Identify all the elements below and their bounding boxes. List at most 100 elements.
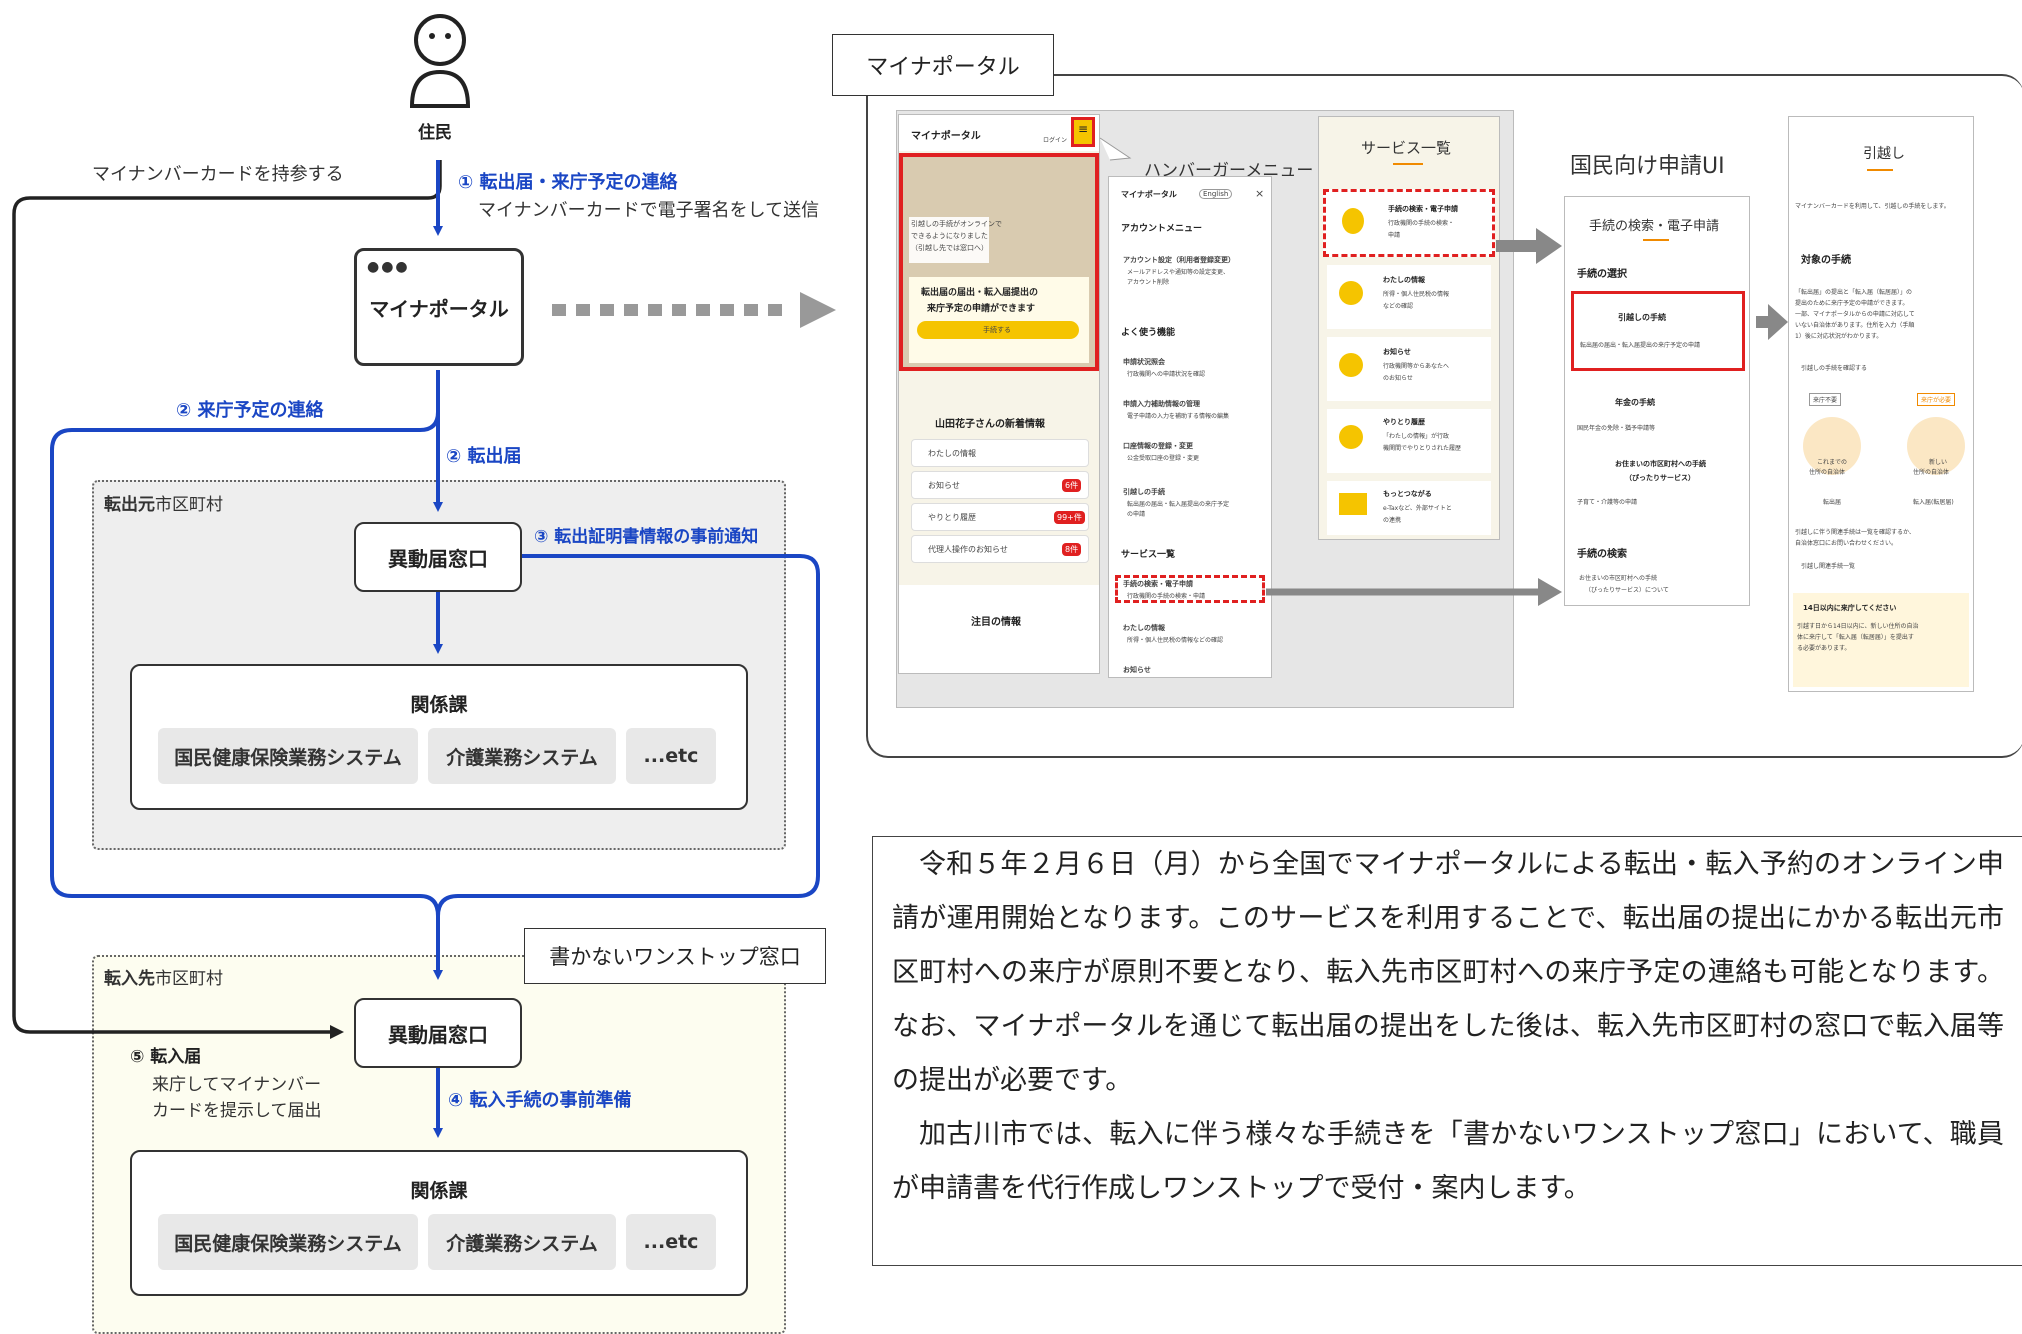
sv-item-4-desc2: の連携	[1383, 517, 1402, 524]
p1-cta[interactable]: 手続する	[983, 326, 1011, 334]
explanation-box	[872, 836, 2022, 1266]
hm-freq-1[interactable]: 申請入力補助情報の管理	[1123, 400, 1200, 408]
p1-login[interactable]: ログイン	[1043, 137, 1068, 144]
arrow-step2a	[50, 370, 443, 980]
ps-select-h: 手続の選択	[1577, 269, 1627, 280]
p1-news-label-2: やりとり履歴	[928, 513, 976, 522]
resident-icon	[409, 14, 471, 108]
p1-banner2: 来庁予定の申請ができます	[927, 304, 1036, 314]
sv-item-0-desc1: 行政機関の手続の検索・	[1388, 220, 1455, 227]
hm-service-search-highlight[interactable]	[1115, 575, 1265, 603]
dest-zone-bold: 転入先	[104, 969, 155, 989]
step2b-label: ② 転出届	[446, 446, 522, 467]
dest-system-care: 介護業務システム	[428, 1214, 616, 1270]
hm-freq-3-extra: の申請	[1127, 511, 1146, 518]
origin-system-care: 介護業務システム	[428, 728, 616, 784]
search-icon	[1342, 208, 1364, 234]
ps-local1[interactable]: お住まいの市区町村への手続	[1615, 460, 1706, 468]
mynaportal-box: ●●● マイナポータル	[354, 248, 524, 366]
hm-account-item[interactable]: アカウント設定（利用者登録変更）	[1123, 256, 1235, 264]
sv-item-1[interactable]: わたしの情報 所得・個人住民税の情報 などの確認	[1327, 265, 1491, 329]
ps-search-item1[interactable]: お住まいの市区町村への手続	[1579, 575, 1658, 582]
p1-news-row-3[interactable]: 代理人操作のお知らせ 8件	[911, 535, 1089, 563]
p1-news-badge-1: 6件	[1062, 479, 1082, 492]
mv-body2: 提出のために来庁予定の申請ができます。	[1795, 300, 1909, 307]
hm-freq-3[interactable]: 引越しの手続	[1123, 488, 1165, 496]
step3-label: ③ 転出証明書情報の事前通知	[534, 522, 759, 547]
origin-dept-title: 関係課	[410, 694, 468, 716]
ps-title: 手続の検索・電子申請	[1589, 219, 1720, 234]
hm-english[interactable]: English	[1199, 189, 1233, 199]
p1-menu-button[interactable]: ≡	[1071, 117, 1095, 147]
sv-item-3-desc2: 機関間でやりとりされた履歴	[1383, 445, 1462, 452]
mv-warn2: 体に来庁して「転入届（転居届）」を提出す	[1797, 634, 1914, 641]
hm-freq-1-desc: 電子申請の入力を補助する情報の編集	[1127, 413, 1230, 420]
origin-system-etc: ...etc	[626, 728, 716, 784]
ps-pension-desc: 国民年金の免除・猶予申請等	[1577, 425, 1656, 432]
onestop-label: 書かないワンストップ窓口	[524, 928, 826, 984]
mv-intro: マイナンバーカードを利用して、引越しの手続をします。	[1795, 203, 1950, 210]
sv-item-4-desc1: e-Taxなど、外部サイトと	[1383, 505, 1452, 512]
menu-icon: ≡	[1078, 122, 1089, 136]
p1-cta-button[interactable]	[917, 321, 1079, 339]
step1-title: ① 転出届・来庁予定の連絡	[458, 172, 678, 193]
mv-tag-right: 来庁が必要	[1917, 393, 1956, 406]
resident-label: 住民	[418, 123, 452, 143]
phone-top-page: マイナポータル ログイン ≡ 引越しの手続がオンラインで できるようになりました…	[898, 114, 1100, 674]
sv-item-4[interactable]: もっとつながる e-Taxなど、外部サイトと の連携	[1327, 481, 1491, 535]
new-municipality-icon	[1907, 417, 1965, 475]
hm-frequent-h: よく使う機能	[1121, 328, 1176, 338]
mv-check[interactable]: 引越しの手続を確認する	[1801, 365, 1868, 372]
dest-system-nhi: 国民健康保険業務システム	[158, 1214, 418, 1270]
mv-title: 引越し	[1863, 146, 1905, 162]
hm-service-1[interactable]: わたしの情報	[1123, 624, 1165, 632]
mv-body3: 一部、マイナポータルからの申請に対応して	[1795, 311, 1915, 318]
sv-item-3-label: やりとり履歴	[1383, 418, 1425, 426]
ps-moving-item[interactable]: 引越しの手続 転出届の届出・転入届提出の来庁予定の申請	[1571, 291, 1745, 371]
p1-news-badge-3: 8件	[1062, 543, 1082, 556]
hm-services-h: サービス一覧	[1121, 550, 1176, 560]
mv-warn3: る必要があります。	[1797, 645, 1851, 652]
hm-service-0[interactable]: 手続の検索・電子申請	[1123, 580, 1193, 588]
p1-news-label-3: 代理人操作のお知らせ	[928, 545, 1008, 554]
window-dots-icon: ●●●	[367, 259, 410, 275]
ps-pension-label[interactable]: 年金の手続	[1615, 398, 1655, 407]
screens-tab: マイナポータル	[832, 34, 1054, 96]
explanation-text: 令和５年２月６日（月）から全国でマイナポータルによる転出・転入予約のオンライン申…	[892, 838, 2004, 1216]
p1-news-title: 山田花子さんの新着情報	[935, 419, 1045, 430]
ps-moving-label: 引越しの手続	[1618, 313, 1666, 322]
p1-hero3: （引越し先では窓口へ）	[911, 244, 988, 252]
explanation-paragraph-2: 加古川市では、転入に伴う様々な手続きを「書かないワンストップ窓口」において、職員…	[892, 1119, 2004, 1204]
hm-freq-2[interactable]: 口座情報の登録・変更	[1123, 442, 1193, 450]
step5-title: ⑤ 転入届	[130, 1047, 202, 1067]
sv-item-3-desc1: 「わたしの情報」が行政	[1383, 433, 1450, 440]
sv-item-2[interactable]: お知らせ 行政機関等からあなたへ のお知らせ	[1327, 337, 1491, 401]
explanation-paragraph-1: 令和５年２月６日（月）から全国でマイナポータルによる転出・転入予約のオンライン申…	[892, 849, 2004, 1096]
mv-warn1: 引越す日から14日以内に、新しい住所の自治	[1797, 623, 1919, 630]
sv-item-0[interactable]: 手続の検索・電子申請 行政機関の手続の検索・ 申請	[1323, 189, 1495, 257]
step2a-label: ② 来庁予定の連絡	[176, 400, 324, 421]
origin-counter-box: 異動届窓口	[354, 522, 522, 592]
ps-local-desc: 子育て・介護等の申請	[1577, 499, 1638, 506]
close-icon[interactable]: ×	[1255, 187, 1265, 200]
mv-warn-h: 14日以内に来庁してください	[1803, 604, 1897, 612]
mv-body5: 1）後に対応状況がわかります。	[1795, 333, 1883, 340]
ps-moving-desc: 転出届の届出・転入届提出の来庁予定の申請	[1580, 342, 1701, 349]
sv-item-0-desc2: 申請	[1388, 232, 1401, 239]
dest-system-etc: ...etc	[626, 1214, 716, 1270]
hm-account-desc2: アカウント削除	[1127, 279, 1170, 286]
phone-moving-page: 引越し マイナンバーカードを利用して、引越しの手続をします。 対象の手続 「転出…	[1788, 116, 1974, 692]
hm-freq-0-desc: 行政機関への申請状況を確認	[1127, 371, 1206, 378]
p1-news-row-0[interactable]: わたしの情報	[911, 439, 1089, 467]
p1-featured: 注目の情報	[971, 617, 1021, 628]
hm-freq-0[interactable]: 申請状況照会	[1123, 358, 1165, 366]
sv-item-3[interactable]: やりとり履歴 「わたしの情報」が行政 機関間でやりとりされた履歴	[1327, 409, 1491, 473]
hm-service-2[interactable]: お知らせ	[1123, 666, 1151, 674]
origin-system-nhi: 国民健康保険業務システム	[158, 728, 418, 784]
mv-list[interactable]: 引越し関連手続一覧	[1801, 563, 1856, 570]
mv-right-cap2: 住所の自治体	[1913, 469, 1950, 476]
mv-left-sub: 転出届	[1823, 499, 1842, 506]
